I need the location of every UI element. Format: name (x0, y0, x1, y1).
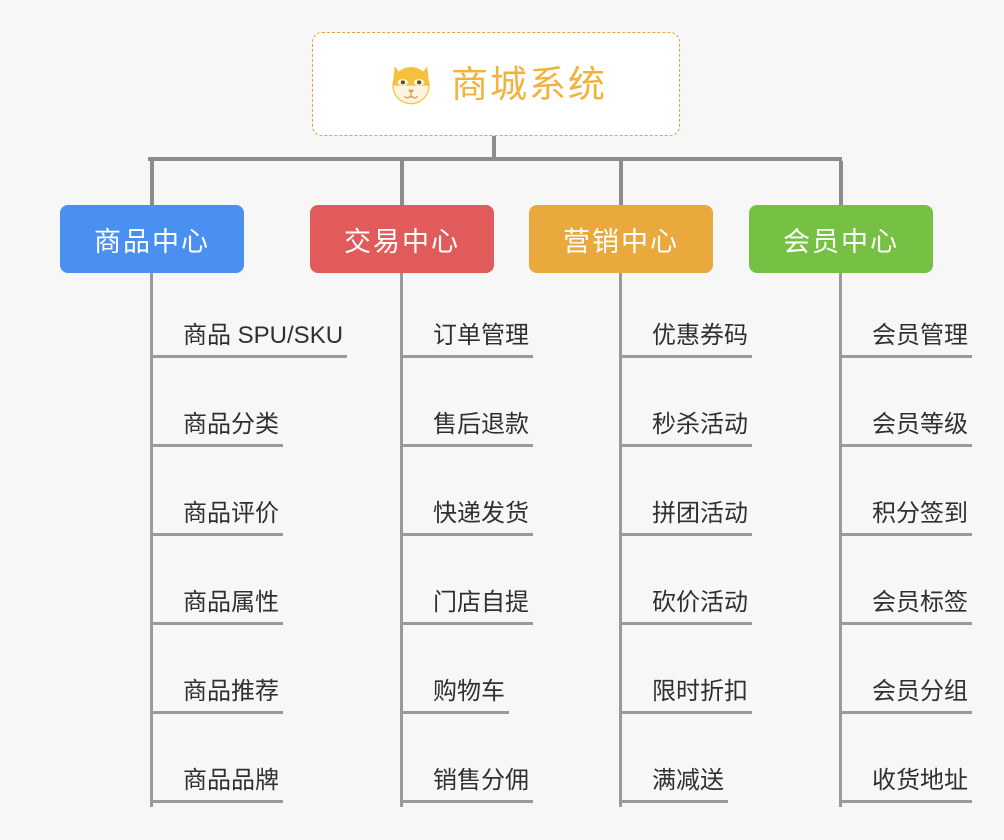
leaf-item-label: 商品推荐 (153, 678, 283, 714)
leaf-item[interactable]: 会员管理 (842, 273, 972, 362)
leaf-item[interactable]: 砍价活动 (622, 540, 752, 629)
branch-header-2[interactable]: 营销中心 (529, 205, 713, 273)
leaf-item-label: 商品品牌 (153, 767, 283, 803)
leaf-item-label: 商品 SPU/SKU (153, 322, 348, 358)
branch-spine-3 (839, 273, 842, 807)
leaf-item[interactable]: 商品品牌 (153, 718, 347, 807)
leaf-item[interactable]: 售后退款 (403, 362, 533, 451)
leaf-item-label: 会员管理 (842, 322, 972, 358)
branch-spine-2 (619, 273, 622, 807)
leaf-item-label: 商品分类 (153, 411, 283, 447)
leaf-item[interactable]: 会员标签 (842, 540, 972, 629)
leaf-item[interactable]: 拼团活动 (622, 451, 752, 540)
branch-leaf-list-0: 商品 SPU/SKU 商品分类商品评价商品属性商品推荐商品品牌 (153, 273, 348, 807)
branch-leaf-list-2: 优惠券码秒杀活动拼团活动砍价活动限时折扣满减送 (622, 273, 752, 807)
leaf-item-label: 秒杀活动 (622, 411, 752, 447)
leaf-item[interactable]: 优惠券码 (622, 273, 752, 362)
leaf-item[interactable]: 商品评价 (153, 451, 347, 540)
leaf-item-label: 会员标签 (842, 589, 972, 625)
shiba-dog-face-icon (392, 66, 430, 106)
branch-header-3[interactable]: 会员中心 (749, 205, 933, 273)
leaf-item-label: 砍价活动 (622, 589, 752, 625)
leaf-item[interactable]: 订单管理 (403, 273, 533, 362)
root-node-title: 商城系统 (451, 63, 607, 105)
leaf-item[interactable]: 门店自提 (403, 540, 533, 629)
leaf-item[interactable]: 限时折扣 (622, 629, 752, 718)
branch-header-0[interactable]: 商品中心 (60, 205, 244, 273)
leaf-item-label: 限时折扣 (622, 678, 752, 714)
leaf-item[interactable]: 积分签到 (842, 451, 972, 540)
branch-drop-connector (150, 161, 154, 205)
leaf-item-label: 满减送 (622, 767, 728, 803)
leaf-item[interactable]: 商品分类 (153, 362, 347, 451)
leaf-item[interactable]: 快递发货 (403, 451, 533, 540)
leaf-item-label: 快递发货 (403, 500, 533, 536)
leaf-item[interactable]: 商品 SPU/SKU (153, 273, 348, 362)
leaf-item-label: 商品属性 (153, 589, 283, 625)
leaf-item[interactable]: 会员分组 (842, 629, 972, 718)
branch-bus-connector (148, 157, 842, 161)
leaf-item-label: 售后退款 (403, 411, 533, 447)
branch-leaf-list-3: 会员管理会员等级积分签到会员标签会员分组收货地址 (842, 273, 972, 807)
leaf-item[interactable]: 销售分佣 (403, 718, 533, 807)
leaf-item[interactable]: 购物车 (403, 629, 533, 718)
leaf-item[interactable]: 秒杀活动 (622, 362, 752, 451)
leaf-item-label: 会员等级 (842, 411, 972, 447)
leaf-item[interactable]: 会员等级 (842, 362, 972, 451)
leaf-item-label: 商品评价 (153, 500, 283, 536)
leaf-item-label: 拼团活动 (622, 500, 752, 536)
branch-spine-0 (150, 273, 153, 807)
root-node-mall-system[interactable]: 商城系统 (312, 32, 680, 136)
root-stem-connector (492, 136, 496, 160)
branch-header-1[interactable]: 交易中心 (310, 205, 494, 273)
leaf-item-label: 订单管理 (403, 322, 533, 358)
leaf-item-label: 收货地址 (842, 767, 972, 803)
leaf-item-label: 销售分佣 (403, 767, 533, 803)
leaf-item-label: 门店自提 (403, 589, 533, 625)
leaf-item-label: 积分签到 (842, 500, 972, 536)
leaf-item[interactable]: 收货地址 (842, 718, 972, 807)
branch-drop-connector (619, 161, 623, 205)
branch-leaf-list-1: 订单管理售后退款快递发货门店自提购物车销售分佣 (403, 273, 533, 807)
leaf-item[interactable]: 满减送 (622, 718, 752, 807)
branch-spine-1 (400, 273, 403, 807)
leaf-item[interactable]: 商品属性 (153, 540, 347, 629)
leaf-item[interactable]: 商品推荐 (153, 629, 347, 718)
leaf-item-label: 购物车 (403, 678, 509, 714)
branch-drop-connector (839, 161, 843, 205)
leaf-item-label: 优惠券码 (622, 322, 752, 358)
leaf-item-label: 会员分组 (842, 678, 972, 714)
branch-drop-connector (400, 161, 404, 205)
